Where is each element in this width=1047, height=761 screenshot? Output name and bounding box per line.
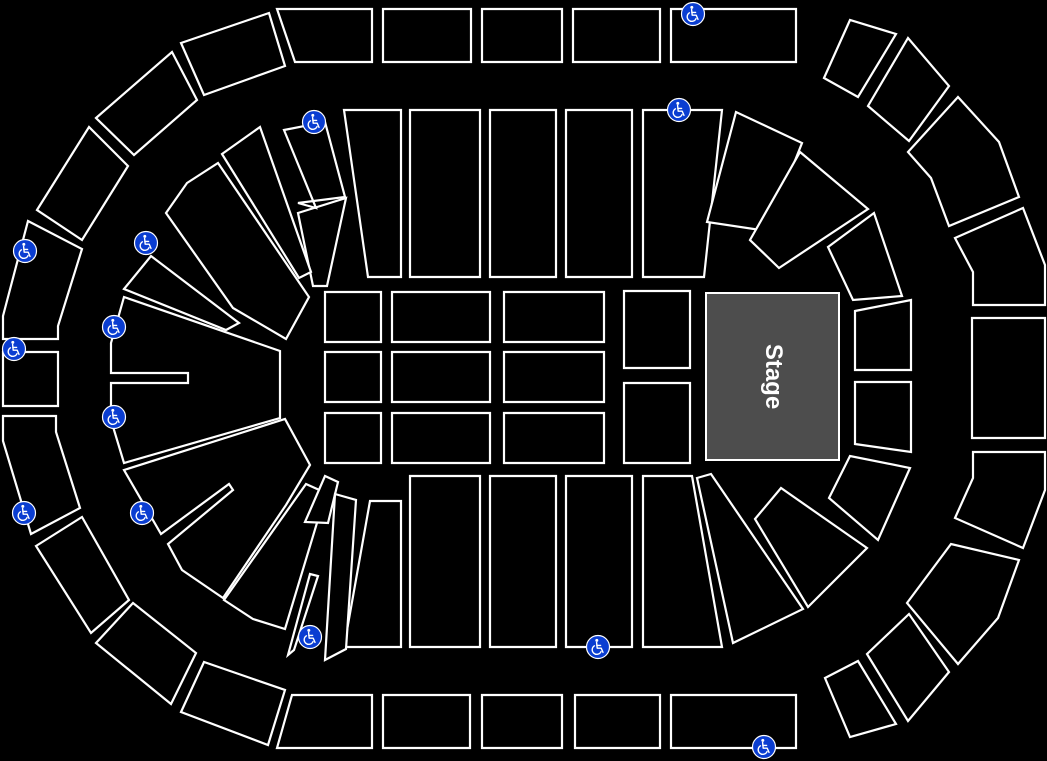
section-upper-bottom-4[interactable]: [573, 693, 662, 750]
section-floor-7[interactable]: [323, 411, 383, 465]
section-upper-right-top-2[interactable]: [866, 36, 951, 143]
section-lower-top-right-2[interactable]: [748, 150, 870, 270]
section-group-upper-right-top: [822, 18, 1047, 307]
section-lower-bottom-6[interactable]: [695, 472, 805, 645]
section-floor-4[interactable]: [323, 350, 383, 404]
section-floor-1[interactable]: [323, 290, 383, 344]
section-lower-bottom-left-2[interactable]: [222, 482, 328, 631]
wheelchair-accessible-icon[interactable]: [680, 1, 706, 27]
section-lower-bottom-right-1[interactable]: [827, 454, 912, 542]
section-group-upper-right: [970, 316, 1047, 440]
section-floor-2[interactable]: [390, 290, 492, 344]
wheelchair-accessible-icon[interactable]: [585, 634, 611, 660]
section-floor-10[interactable]: [622, 289, 692, 370]
section-upper-bottom-1[interactable]: [275, 693, 374, 750]
section-upper-right-1[interactable]: [970, 316, 1047, 440]
section-lower-bottom-4[interactable]: [564, 474, 634, 649]
section-lower-top-right-3[interactable]: [826, 211, 904, 302]
wheelchair-accessible-icon[interactable]: [1, 336, 27, 362]
section-upper-top-3[interactable]: [480, 7, 564, 64]
section-upper-top-2[interactable]: [381, 7, 473, 64]
accessibility-markers: [1, 1, 777, 760]
section-group-lower-top: [342, 108, 724, 279]
wheelchair-accessible-icon[interactable]: [751, 734, 777, 760]
wheelchair-accessible-icon[interactable]: [133, 230, 159, 256]
section-group-lower-top-right: [705, 110, 904, 302]
section-upper-right-top-3[interactable]: [906, 95, 1021, 228]
section-group-upper-bottom: [275, 693, 798, 750]
section-upper-top-left-3[interactable]: [35, 125, 130, 242]
section-floor-5[interactable]: [390, 350, 492, 404]
section-lower-bottom-left-3[interactable]: [303, 474, 340, 525]
section-upper-bottom-2[interactable]: [381, 693, 472, 750]
section-floor-6[interactable]: [502, 350, 606, 404]
section-lower-bottom-left-1[interactable]: [122, 417, 312, 600]
section-group-lower-bottom-left: [122, 417, 358, 662]
wheelchair-accessible-icon[interactable]: [666, 97, 692, 123]
section-upper-right-top-1[interactable]: [822, 18, 898, 99]
section-lower-top-left-3[interactable]: [220, 125, 313, 280]
section-upper-top-5[interactable]: [669, 7, 798, 64]
section-floor-11[interactable]: [622, 381, 692, 465]
section-upper-right-bottom-1[interactable]: [953, 450, 1047, 550]
wheelchair-accessible-icon[interactable]: [129, 500, 155, 526]
section-lower-top-4[interactable]: [564, 108, 634, 279]
section-lower-bottom-right-2[interactable]: [753, 486, 869, 609]
section-group-lower-bottom-right: [753, 454, 912, 609]
section-lower-bottom-left-4[interactable]: [286, 572, 320, 659]
section-floor-8[interactable]: [390, 411, 492, 465]
stage-label: Stage: [760, 344, 787, 409]
section-upper-left-2[interactable]: [1, 350, 60, 408]
section-lower-top-5[interactable]: [641, 108, 724, 279]
section-upper-bottom-3[interactable]: [480, 693, 564, 750]
section-lower-top-1[interactable]: [342, 108, 403, 279]
section-lower-bottom-left-5[interactable]: [323, 492, 358, 662]
section-upper-bottom-left-2[interactable]: [94, 601, 198, 706]
wheelchair-accessible-icon[interactable]: [12, 238, 38, 264]
section-group-upper-top-left: [35, 11, 287, 242]
section-upper-top-left-2[interactable]: [94, 50, 199, 157]
section-lower-right-2[interactable]: [853, 380, 913, 454]
wheelchair-accessible-icon[interactable]: [11, 500, 37, 526]
section-upper-right-top-4[interactable]: [953, 206, 1047, 307]
section-group-floor: [323, 289, 692, 465]
wheelchair-accessible-icon[interactable]: [297, 624, 323, 650]
section-upper-right-bottom-4[interactable]: [823, 659, 898, 739]
section-lower-bottom-1[interactable]: [342, 499, 403, 649]
section-floor-9[interactable]: [502, 411, 606, 465]
stage-area: [705, 292, 840, 461]
section-group-lower-top-left: [122, 120, 348, 341]
stage: Stage: [705, 292, 840, 461]
section-upper-bottom-5[interactable]: [669, 693, 798, 750]
sections-layer: [1, 7, 1047, 750]
wheelchair-accessible-icon[interactable]: [101, 314, 127, 340]
section-lower-bottom-2[interactable]: [408, 474, 482, 649]
section-group-upper-bottom-left: [34, 515, 287, 747]
wheelchair-accessible-icon[interactable]: [301, 109, 327, 135]
section-lower-bottom-5[interactable]: [641, 474, 724, 649]
section-upper-bottom-left-1[interactable]: [34, 515, 131, 635]
section-lower-top-3[interactable]: [488, 108, 558, 279]
section-group-lower-bottom: [342, 472, 805, 649]
section-group-upper-right-bottom: [823, 450, 1047, 739]
section-upper-top-4[interactable]: [571, 7, 662, 64]
section-upper-bottom-left-3[interactable]: [179, 660, 287, 747]
section-group-upper-top: [275, 7, 798, 64]
wheelchair-accessible-icon[interactable]: [101, 404, 127, 430]
section-group-lower-right: [853, 298, 913, 454]
section-lower-top-2[interactable]: [408, 108, 482, 279]
section-lower-right-1[interactable]: [853, 298, 913, 372]
section-lower-top-left-5[interactable]: [122, 254, 242, 332]
section-upper-top-left-1[interactable]: [179, 11, 287, 97]
section-lower-bottom-3[interactable]: [488, 474, 558, 649]
section-upper-top-1[interactable]: [275, 7, 374, 64]
section-floor-3[interactable]: [502, 290, 606, 344]
section-upper-right-bottom-2[interactable]: [905, 542, 1021, 666]
section-lower-top-left-4[interactable]: [164, 161, 311, 341]
section-upper-right-bottom-3[interactable]: [865, 612, 951, 723]
